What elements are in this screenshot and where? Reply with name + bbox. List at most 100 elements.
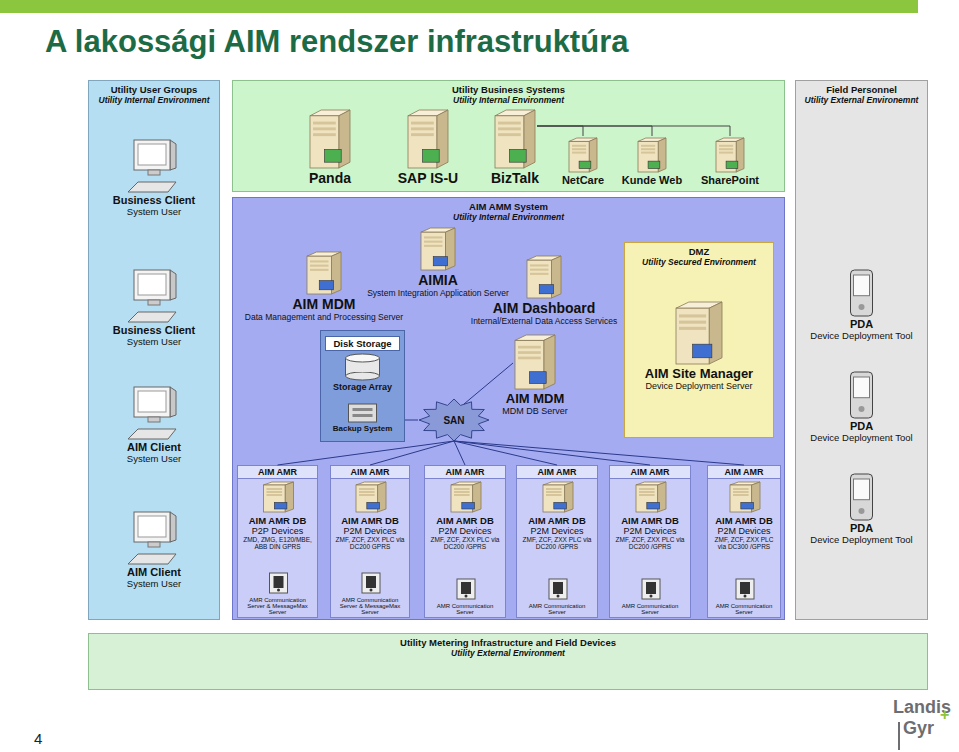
- node-title: BizTalk: [478, 170, 552, 186]
- san-cloud: SAN: [418, 398, 490, 442]
- node-title: PDA: [803, 420, 920, 432]
- node-subtitle: Device Deployment Tool: [803, 432, 920, 443]
- node-subtitle: AIM AMR DB: [710, 515, 778, 526]
- comp-icon: [93, 268, 215, 324]
- node-subtitle: AIM AMR DB: [427, 515, 503, 526]
- node-title: Disk Storage: [325, 336, 400, 351]
- node-title: SAN: [443, 415, 464, 426]
- node-subtitle: Utility Secured Environment: [625, 257, 773, 267]
- node-subtitle: P2M Devices: [519, 526, 595, 536]
- node-title: NetCare: [550, 174, 616, 186]
- comp-icon: [93, 138, 215, 194]
- amr-box: AIM AMRAIM AMR DBP2M DevicesZMF, ZCF, ZX…: [609, 465, 691, 618]
- logo-plus-holder: +: [940, 706, 949, 724]
- storage-node: Storage Array: [325, 352, 400, 398]
- node-subtitle: System Integration Application Server: [350, 288, 526, 298]
- node-subtitle: Utility Internal Environment: [233, 212, 784, 222]
- srv-icon: [616, 136, 688, 174]
- node-title: Utility Business Systems: [233, 84, 784, 95]
- bak-icon: [325, 402, 400, 424]
- node-title: Kunde Web: [616, 174, 688, 186]
- connector: [537, 126, 583, 136]
- srv-icon: [380, 108, 476, 170]
- node-title: AIM AMM System: [233, 201, 784, 212]
- node-title: AIM Site Manager: [630, 366, 768, 381]
- zone-panel: Utility Business SystemsUtility Internal…: [232, 80, 785, 192]
- node-subtitle: P2M Devices: [612, 526, 688, 536]
- node-title: Panda: [290, 170, 370, 186]
- node-subtitle: ZMF, ZCF, ZXX PLC via DC200 /GPRS: [612, 536, 688, 550]
- node-subtitle: P2P Devices: [240, 526, 315, 536]
- server-node: Panda: [290, 108, 370, 188]
- node-title: AIM Client: [93, 441, 215, 453]
- node-subtitle: Device Deployment Server: [630, 381, 768, 391]
- node-subtitle: ZMF, ZCF, ZXX PLC via DC200 /GPRS: [519, 536, 595, 550]
- node-title: Field Personnel: [796, 84, 927, 95]
- node-title: Business Client: [93, 194, 215, 206]
- node-subtitle: P2M Devices: [710, 526, 778, 536]
- pda-node: PDADevice Deployment Tool: [803, 472, 920, 552]
- node-title: Utility Metering Infrastructure and Fiel…: [89, 637, 927, 648]
- srv-icon: [492, 333, 578, 391]
- server-node: SAP IS-U: [380, 108, 476, 188]
- logo-text-holder: Gyr: [903, 718, 934, 739]
- node-title: AIM AMR: [331, 466, 409, 479]
- node-title: AIM AMR: [425, 466, 505, 479]
- pda-icon: [803, 370, 920, 420]
- node-title: AIM Dashboard: [458, 300, 630, 316]
- node-title: AIM MDM: [492, 391, 578, 406]
- node-title: AIM AMR: [238, 466, 317, 479]
- amr-box: AIM AMRAIM AMR DBP2M DevicesZMF, ZCF, ZX…: [330, 465, 410, 618]
- srv-icon: [550, 136, 616, 174]
- client-node: AIM ClientSystem User: [93, 385, 215, 473]
- node-subtitle: MDM DB Server: [492, 406, 578, 416]
- title-holder: A lakossági AIM rendszer infrastruktúra: [45, 24, 628, 60]
- node-subtitle: System User: [93, 453, 215, 464]
- client-node: Business ClientSystem User: [93, 268, 215, 356]
- connector: [454, 441, 650, 465]
- node-subtitle: AMR Communication Server & MessageMax Se…: [333, 597, 407, 615]
- logo-plus: +: [940, 706, 949, 724]
- node-subtitle: Device Deployment Tool: [803, 534, 920, 545]
- node-subtitle: Internal/External Data Access Services: [458, 316, 630, 326]
- node-title: PDA: [803, 318, 920, 330]
- node-title: SAP IS-U: [380, 170, 476, 186]
- connector: [537, 126, 730, 136]
- node-subtitle: AMR Communication Server: [612, 603, 688, 615]
- node-subtitle: AMR Communication Server & MessageMax Se…: [240, 597, 315, 615]
- amr-box: AIM AMRAIM AMR DBP2M DevicesZMF, ZCF, ZX…: [424, 465, 506, 618]
- amr-box: AIM AMRAIM AMR DBP2M DevicesZMF, ZCF, ZX…: [707, 465, 781, 618]
- pda-icon: [803, 472, 920, 522]
- dmz-panel: DMZUtility Secured EnvironmentAIM Site M…: [624, 242, 774, 438]
- node-subtitle: AMR Communication Server: [427, 603, 503, 615]
- node-subtitle: ZMD, ZMG, E120/MBE, ABB DIN GPRS: [240, 536, 315, 550]
- node-title: Utility User Groups: [89, 84, 219, 95]
- zone-band: Utility Metering Infrastructure and Fiel…: [88, 633, 928, 690]
- server-node: AIM MDMMDM DB Server: [492, 333, 578, 421]
- node-subtitle: System User: [93, 206, 215, 217]
- node-subtitle: P2M Devices: [427, 526, 503, 536]
- connector: [278, 441, 455, 465]
- srv-icon: [350, 226, 526, 272]
- server-node: BizTalk: [478, 108, 552, 188]
- node-title: AIM AMR: [517, 466, 597, 479]
- node-title: AIM MDM: [234, 296, 414, 312]
- node-subtitle: ZMF, ZCF, ZXX PLC via DC300 /GPRS: [710, 536, 778, 550]
- connector: [370, 441, 454, 465]
- node-title: DMZ: [625, 246, 773, 257]
- node-subtitle: Device Deployment Tool: [803, 330, 920, 341]
- server-node: AIM Site ManagerDevice Deployment Server: [630, 300, 768, 405]
- page-number: 4: [34, 730, 42, 747]
- node-subtitle: Data Management and Processing Server: [234, 312, 414, 322]
- node-title: Business Client: [93, 324, 215, 336]
- comp-icon: [93, 385, 215, 441]
- cyl-icon: [325, 352, 400, 382]
- pda-icon: [803, 268, 920, 318]
- server-node: SharePoint: [692, 136, 768, 190]
- backup-node: Backup System: [325, 402, 400, 440]
- node-subtitle: Utility Internal Environment: [233, 95, 784, 105]
- node-subtitle: AMR Communication Server: [519, 603, 595, 615]
- storage-panel: Disk StorageStorage ArrayBackup System: [320, 330, 405, 442]
- node-subtitle: Utility External Environemnt: [796, 95, 927, 105]
- client-node: Business ClientSystem User: [93, 138, 215, 226]
